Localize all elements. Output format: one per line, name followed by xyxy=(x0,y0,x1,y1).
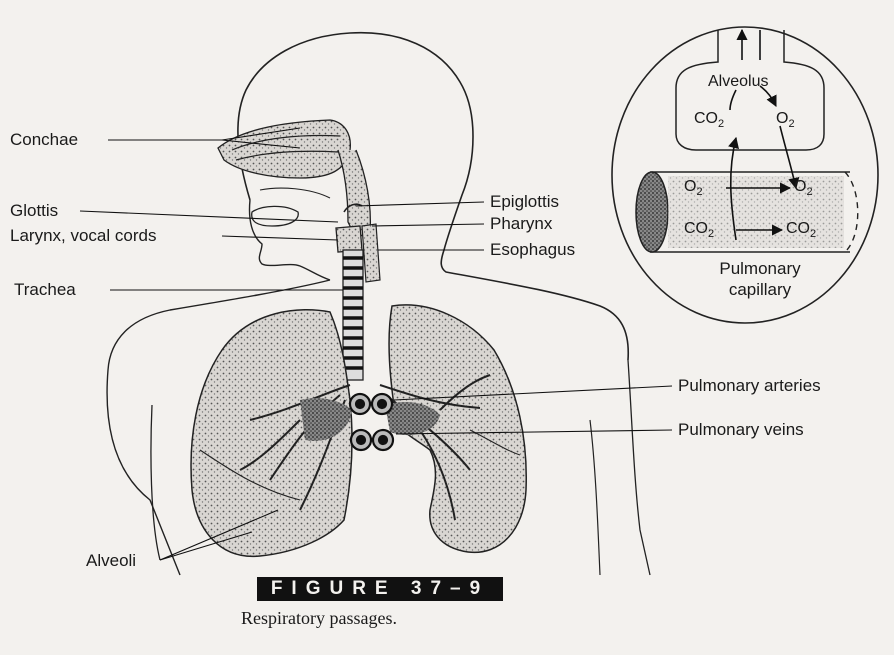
face-outline xyxy=(250,200,331,280)
mouth-tongue xyxy=(252,206,299,226)
inset-label-o2-upper: O2 xyxy=(776,110,795,130)
label-trachea: Trachea xyxy=(14,280,76,300)
label-epiglottis: Epiglottis xyxy=(490,192,559,212)
inset-label-alveolus: Alveolus xyxy=(708,73,768,91)
inset-label-o2-right: O2 xyxy=(794,178,813,198)
inset-capillary-title: Pulmonary capillary xyxy=(700,258,820,300)
left-arm xyxy=(151,405,160,560)
inset-label-co2-right: CO2 xyxy=(786,220,816,240)
inset-label-o2-left: O2 xyxy=(684,178,703,198)
label-pharynx: Pharynx xyxy=(490,214,552,234)
label-larynx: Larynx, vocal cords xyxy=(10,226,156,246)
capillary-title-line2: capillary xyxy=(700,279,820,300)
right-arm xyxy=(590,420,600,575)
esophagus xyxy=(362,224,380,282)
leader-lines xyxy=(80,128,672,560)
pulmonary-vessels xyxy=(350,394,393,450)
capillary-title-line1: Pulmonary xyxy=(700,258,820,279)
figure-banner: FIGURE 37–9 xyxy=(257,577,503,601)
pharynx xyxy=(338,150,370,238)
label-conchae: Conchae xyxy=(10,130,78,150)
figure-caption: Respiratory passages. xyxy=(241,608,397,629)
label-pulmonary-arteries: Pulmonary arteries xyxy=(678,376,821,396)
capillary-opening xyxy=(636,172,668,252)
inset-label-co2-upper: CO2 xyxy=(694,110,724,130)
inset-label-co2-left: CO2 xyxy=(684,220,714,240)
label-esophagus: Esophagus xyxy=(490,240,575,260)
label-pulmonary-veins: Pulmonary veins xyxy=(678,420,804,440)
label-alveoli: Alveoli xyxy=(86,551,136,571)
right-side xyxy=(628,360,650,575)
larynx xyxy=(336,226,362,252)
label-glottis: Glottis xyxy=(10,201,58,221)
